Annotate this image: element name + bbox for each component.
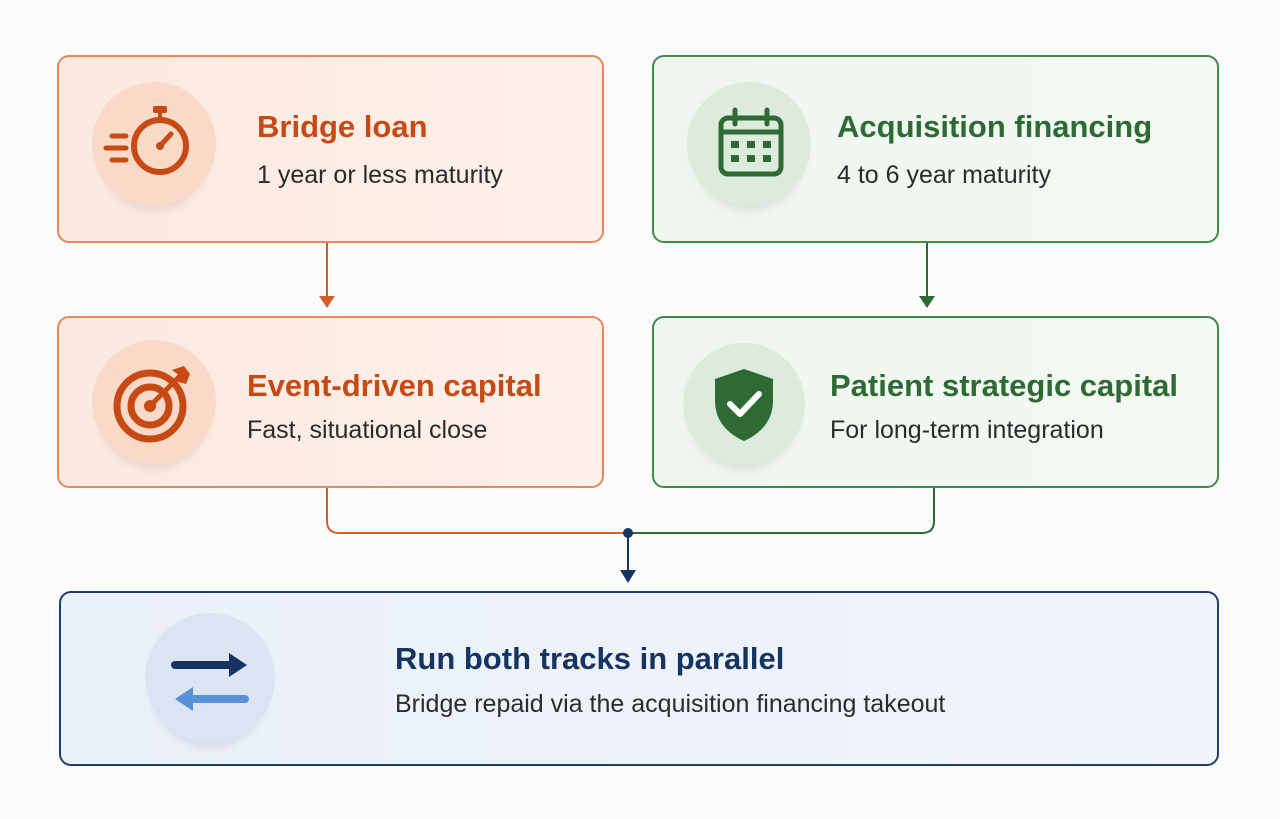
parallel-tracks-title: Run both tracks in parallel [395, 641, 785, 676]
patient-strategic-capital-title: Patient strategic capital [830, 368, 1179, 403]
acquisition-financing-title: Acquisition financing [837, 109, 1153, 144]
connector-event-to-junction [326, 488, 628, 534]
bridge-loan-card: Bridge loan 1 year or less maturity [57, 55, 604, 243]
connector-junction-to-parallel [620, 528, 636, 583]
shield-check-icon [683, 343, 805, 465]
stopwatch-icon [92, 82, 216, 206]
swap-arrows-icon [145, 613, 275, 743]
event-driven-capital-card: Event-driven capital Fast, situational c… [57, 316, 604, 488]
parallel-tracks-subtitle: Bridge repaid via the acquisition financ… [395, 690, 946, 718]
bridge-loan-subtitle: 1 year or less maturity [257, 161, 503, 189]
acquisition-financing-subtitle: 4 to 6 year maturity [837, 161, 1051, 189]
event-driven-capital-subtitle: Fast, situational close [247, 416, 488, 444]
calendar-icon [687, 82, 811, 206]
event-driven-capital-title: Event-driven capital [247, 368, 542, 403]
connector-bridge-to-event [319, 243, 335, 308]
target-icon [92, 340, 216, 464]
acquisition-financing-card: Acquisition financing 4 to 6 year maturi… [652, 55, 1219, 243]
patient-strategic-capital-subtitle: For long-term integration [830, 416, 1104, 444]
connector-acquisition-to-patient [919, 243, 935, 308]
patient-strategic-capital-card: Patient strategic capital For long-term … [652, 316, 1219, 488]
connector-patient-to-junction [628, 488, 935, 534]
bridge-loan-title: Bridge loan [257, 109, 428, 144]
parallel-tracks-card: Run both tracks in parallel Bridge repai… [59, 591, 1219, 766]
